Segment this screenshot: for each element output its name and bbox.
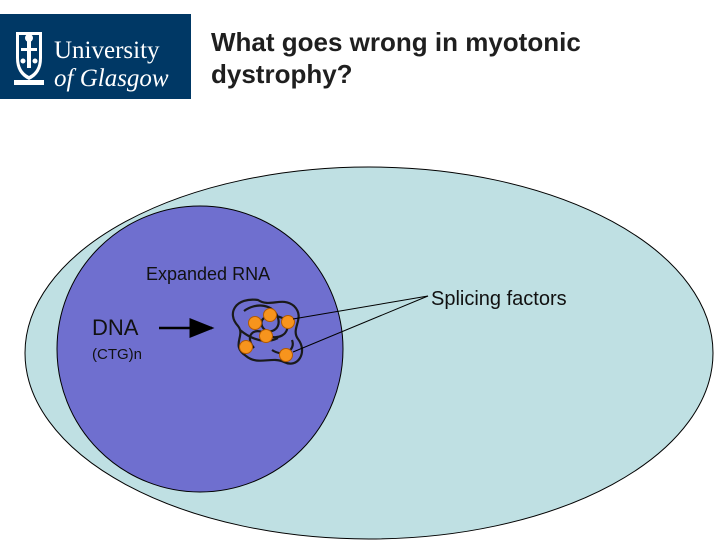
slide-title: What goes wrong in myotonic dystrophy?	[211, 26, 691, 90]
nucleus	[56, 205, 344, 493]
splicing-factor-dot	[281, 315, 295, 329]
ctg-repeat-label: (CTG)n	[92, 346, 142, 363]
title-line-2: dystrophy?	[211, 59, 353, 89]
splicing-factor-dot	[239, 340, 253, 354]
title-line-1: What goes wrong in myotonic	[211, 27, 581, 57]
logo-line-2: of Glasgow	[54, 65, 169, 92]
expanded-rna-label: Expanded RNA	[146, 264, 270, 284]
splicing-pointer-line	[292, 295, 429, 353]
university-logo: University of Glasgow	[0, 14, 191, 99]
logo-line-1: University	[54, 37, 160, 64]
dna-label: DNA	[92, 315, 139, 340]
splicing-factor-dot	[248, 316, 262, 330]
crest-icon	[14, 32, 44, 85]
splicing-pointer-line	[292, 295, 429, 320]
splicing-factor-dot	[263, 308, 277, 322]
splicing-factor-dot	[259, 329, 273, 343]
splicing-factors-label: Splicing factors	[431, 288, 567, 310]
splicing-factor-dot	[279, 348, 293, 362]
splicing-factors	[239, 308, 295, 362]
